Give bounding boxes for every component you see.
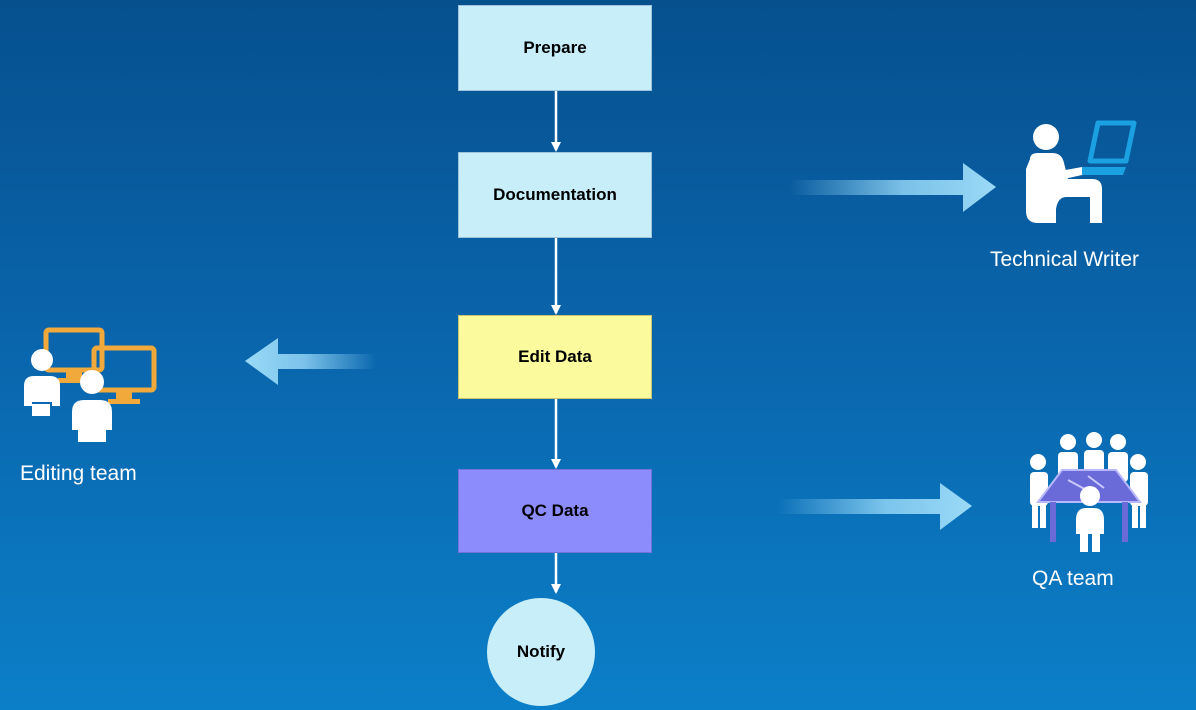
step-prepare: Prepare [458,5,652,91]
step-edit-data-label: Edit Data [518,347,592,366]
arrow-to-technical-writer [790,163,996,212]
technical-writer-label: Technical Writer [990,248,1139,271]
step-notify: Notify [487,598,595,706]
person-laptop-icon [1026,120,1137,223]
people-monitors-icon [24,327,157,442]
arrow-to-qa-team [778,483,972,530]
team-table-icon [1030,432,1148,552]
editing-team-label: Editing team [20,462,137,485]
step-prepare-label: Prepare [523,38,587,57]
arrow-to-editing-team [245,338,376,385]
step-qc-data: QC Data [458,469,652,553]
step-qc-data-label: QC Data [521,501,589,520]
step-notify-label: Notify [516,642,566,661]
step-documentation-label: Documentation [493,185,617,204]
step-edit-data: Edit Data [458,315,652,399]
qa-team-label: QA team [1032,567,1114,590]
step-documentation: Documentation [458,152,652,238]
